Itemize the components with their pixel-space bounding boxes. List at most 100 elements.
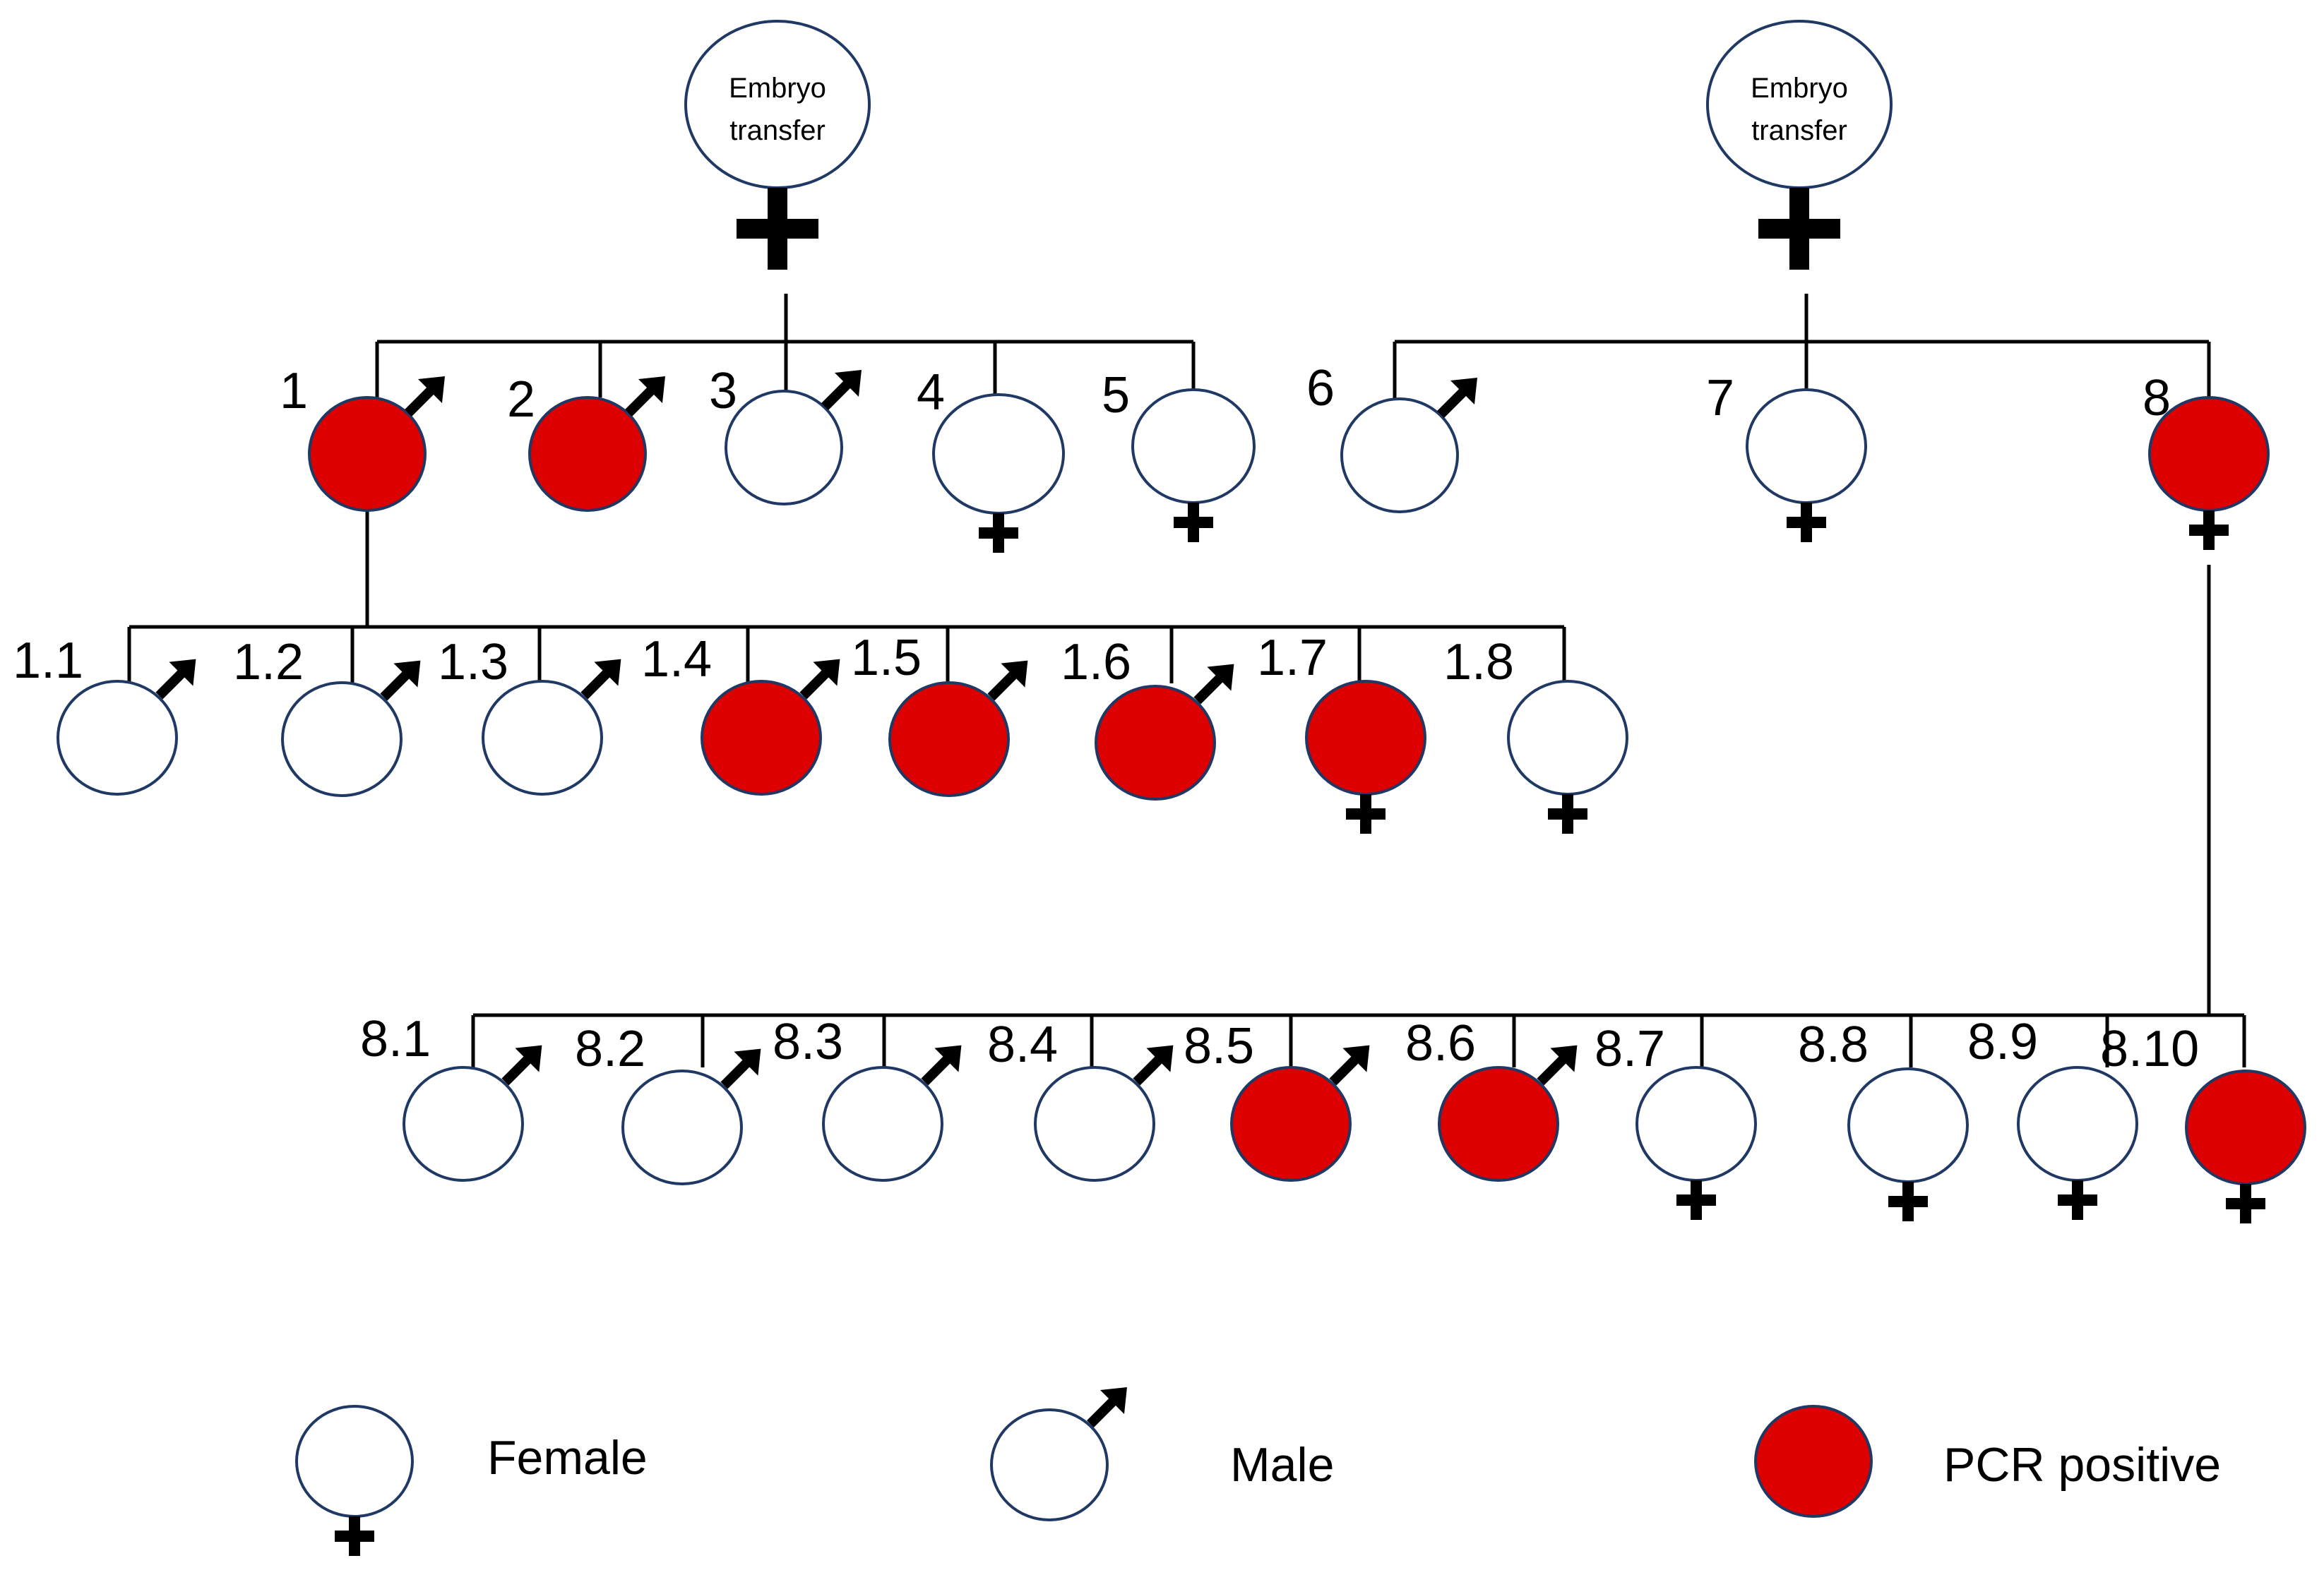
node-circle: [295, 1405, 414, 1518]
individual-label-1-3: 1.3: [438, 634, 508, 690]
node-circle: [701, 680, 822, 796]
legend-female-symbol: [295, 1405, 414, 1556]
individual-8-2: 8.2: [575, 1021, 761, 1185]
individual-label-8: 8: [2143, 370, 2171, 426]
node-circle: [528, 396, 647, 512]
individual-1: 1: [280, 363, 445, 512]
node-circle: [56, 680, 178, 796]
node-circle: [1095, 685, 1216, 801]
male-symbol-icon: [1087, 1387, 1127, 1427]
individual-8-7: 8.7: [1595, 1021, 1757, 1220]
individual-label-1-1: 1.1: [13, 633, 83, 689]
founder-right: Embryo transfer: [1706, 20, 1893, 270]
founder-circle: [684, 20, 871, 189]
legend-pcr-circle: [1754, 1405, 1873, 1518]
female-symbol-icon: [335, 1516, 374, 1556]
individual-5: 5: [1102, 367, 1256, 542]
individual-label-8-2: 8.2: [575, 1021, 645, 1077]
male-symbol-icon: [380, 660, 421, 701]
female-symbol-icon: [2189, 510, 2229, 550]
node-circle: [1438, 1066, 1559, 1182]
founder-label-line2: transfer: [729, 115, 826, 146]
individual-6: 6: [1306, 360, 1477, 513]
male-symbol-icon: [1437, 378, 1477, 418]
node-circle: [1305, 680, 1426, 796]
individual-label-3: 3: [709, 363, 737, 419]
individual-7: 7: [1706, 370, 1867, 542]
individual-8-4: 8.4: [987, 1017, 1174, 1182]
individual-label-1-5: 1.5: [851, 630, 922, 686]
male-symbol-icon: [625, 376, 665, 417]
male-symbol-icon: [821, 370, 862, 410]
individual-label-1-8: 1.8: [1443, 634, 1514, 690]
female-symbol-icon: [1174, 503, 1213, 542]
legend-female-label: Female: [487, 1431, 648, 1485]
node-circle: [1507, 680, 1628, 796]
individual-4: 4: [917, 364, 1065, 553]
node-circle: [1635, 1066, 1757, 1182]
founder-left: Embryo transfer: [684, 20, 871, 270]
individual-label-8-3: 8.3: [773, 1014, 843, 1070]
legend-pcr-positive-symbol: [1754, 1405, 1873, 1518]
individual-label-6: 6: [1306, 360, 1335, 417]
node-circle: [403, 1066, 524, 1182]
individual-label-8-4: 8.4: [987, 1017, 1058, 1073]
individual-1-5: 1.5: [851, 630, 1028, 797]
male-symbol-icon: [1133, 1045, 1174, 1086]
individual-label-7: 7: [1706, 370, 1734, 426]
individual-1-6: 1.6: [1061, 634, 1234, 801]
individual-label-5: 5: [1102, 367, 1130, 424]
male-symbol-icon: [1329, 1045, 1370, 1086]
individual-label-8-8: 8.8: [1798, 1017, 1869, 1073]
node-circle: [888, 681, 1010, 797]
individual-label-8-6: 8.6: [1405, 1015, 1476, 1072]
individual-label-1-4: 1.4: [641, 631, 712, 688]
individual-1-4: 1.4: [641, 631, 840, 796]
female-symbol-icon: [1758, 188, 1840, 270]
legend: Female Male PCR positive: [295, 1387, 2221, 1556]
individual-1-1: 1.1: [13, 633, 196, 796]
individual-label-1-6: 1.6: [1061, 634, 1131, 690]
node-circle: [621, 1070, 743, 1185]
male-symbol-icon: [580, 659, 621, 700]
legend-male-symbol: [990, 1387, 1127, 1521]
individual-label-1-2: 1.2: [233, 634, 304, 690]
female-symbol-icon: [737, 188, 818, 270]
node-circle: [1034, 1066, 1155, 1182]
founder-label-line1: Embryo: [1751, 73, 1848, 104]
individual-8-6: 8.6: [1405, 1015, 1578, 1182]
individual-label-2: 2: [507, 371, 535, 428]
node-circle: [822, 1066, 943, 1182]
male-symbol-icon: [921, 1045, 962, 1086]
node-circle: [932, 393, 1065, 515]
individual-8-5: 8.5: [1184, 1018, 1370, 1182]
individual-8-1: 8.1: [360, 1011, 542, 1182]
individual-label-8-5: 8.5: [1184, 1018, 1254, 1074]
founder-circle: [1706, 20, 1893, 189]
individual-label-8-9: 8.9: [1967, 1014, 2038, 1070]
individual-8-10: 8.10: [2100, 1021, 2306, 1223]
node-circle: [725, 390, 843, 505]
founder-label-line1: Embryo: [729, 73, 826, 104]
female-symbol-icon: [1676, 1180, 1716, 1220]
legend-male-node: [990, 1387, 1127, 1521]
founder-label-line2: transfer: [1751, 115, 1847, 146]
male-symbol-icon: [405, 376, 445, 417]
node-circle: [2185, 1070, 2306, 1185]
individual-1-3: 1.3: [438, 634, 621, 796]
male-symbol-icon: [1537, 1045, 1578, 1086]
individual-8-8: 8.8: [1798, 1017, 1969, 1221]
individual-label-8-1: 8.1: [360, 1011, 431, 1067]
node-circle: [1340, 397, 1459, 513]
male-symbol-icon: [987, 660, 1028, 701]
individual-2: 2: [507, 371, 665, 512]
legend-male-label: Male: [1230, 1438, 1334, 1492]
individual-3: 3: [709, 363, 862, 505]
male-symbol-icon: [1193, 664, 1234, 705]
male-symbol-icon: [799, 659, 840, 700]
individual-label-8-7: 8.7: [1595, 1021, 1665, 1077]
female-symbol-icon: [1787, 503, 1826, 542]
node-circle: [1746, 388, 1867, 504]
node-circle: [281, 681, 403, 797]
